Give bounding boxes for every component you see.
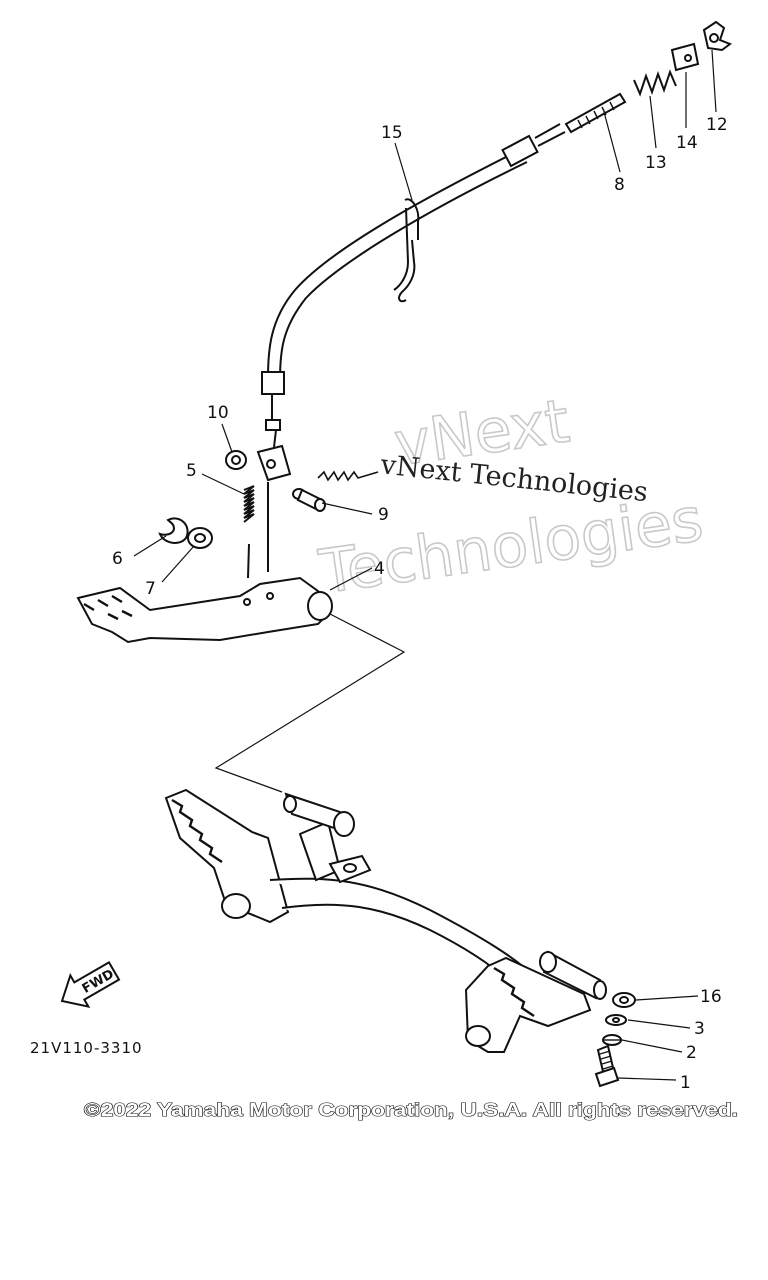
- alignment-lines: [214, 613, 406, 793]
- adjuster-pin: [670, 42, 700, 72]
- washer: [187, 527, 213, 549]
- callout-14: 14: [676, 133, 698, 153]
- footrest-bar: [164, 788, 607, 1053]
- callout-3: 3: [694, 1019, 705, 1039]
- clevis-pin: [292, 488, 326, 512]
- watermark-line2: Technologies: [315, 485, 707, 608]
- callout-12: 12: [706, 115, 728, 135]
- copyright-notice: ©2022 Yamaha Motor Corporation, U.S.A. A…: [84, 1100, 738, 1120]
- callout-8: 8: [614, 175, 625, 195]
- adjuster-spring: [633, 69, 677, 97]
- callout-13: 13: [645, 153, 667, 173]
- brake-cable: [256, 123, 566, 482]
- callout-numbers: 12 14 13 15 8 10 5 9 6 7 4 16 3 2 1: [112, 115, 728, 1093]
- callout-7: 7: [145, 579, 156, 599]
- fasteners: [594, 992, 636, 1088]
- callout-4: 4: [374, 559, 385, 579]
- callout-9: 9: [378, 505, 389, 525]
- diagram-code: 21V110-3310: [30, 1039, 143, 1057]
- circlip: [158, 517, 189, 544]
- callout-15: 15: [381, 123, 403, 143]
- wing-nut: [702, 20, 733, 52]
- leader-lines: [133, 49, 717, 1081]
- callout-5: 5: [186, 461, 197, 481]
- adjuster-bolt: [564, 92, 627, 134]
- callout-16: 16: [700, 987, 722, 1007]
- cable-guide: [393, 198, 420, 303]
- callout-6: 6: [112, 549, 123, 569]
- brake-pedal: [76, 576, 333, 644]
- fwd-arrow: FWD: [60, 960, 121, 1009]
- callout-2: 2: [686, 1043, 697, 1063]
- return-spring: [243, 482, 269, 579]
- callout-1: 1: [680, 1073, 691, 1093]
- callout-10: 10: [207, 403, 229, 423]
- collar: [225, 450, 247, 470]
- clevis-spring: [317, 470, 379, 482]
- bolt-head: [594, 1066, 620, 1088]
